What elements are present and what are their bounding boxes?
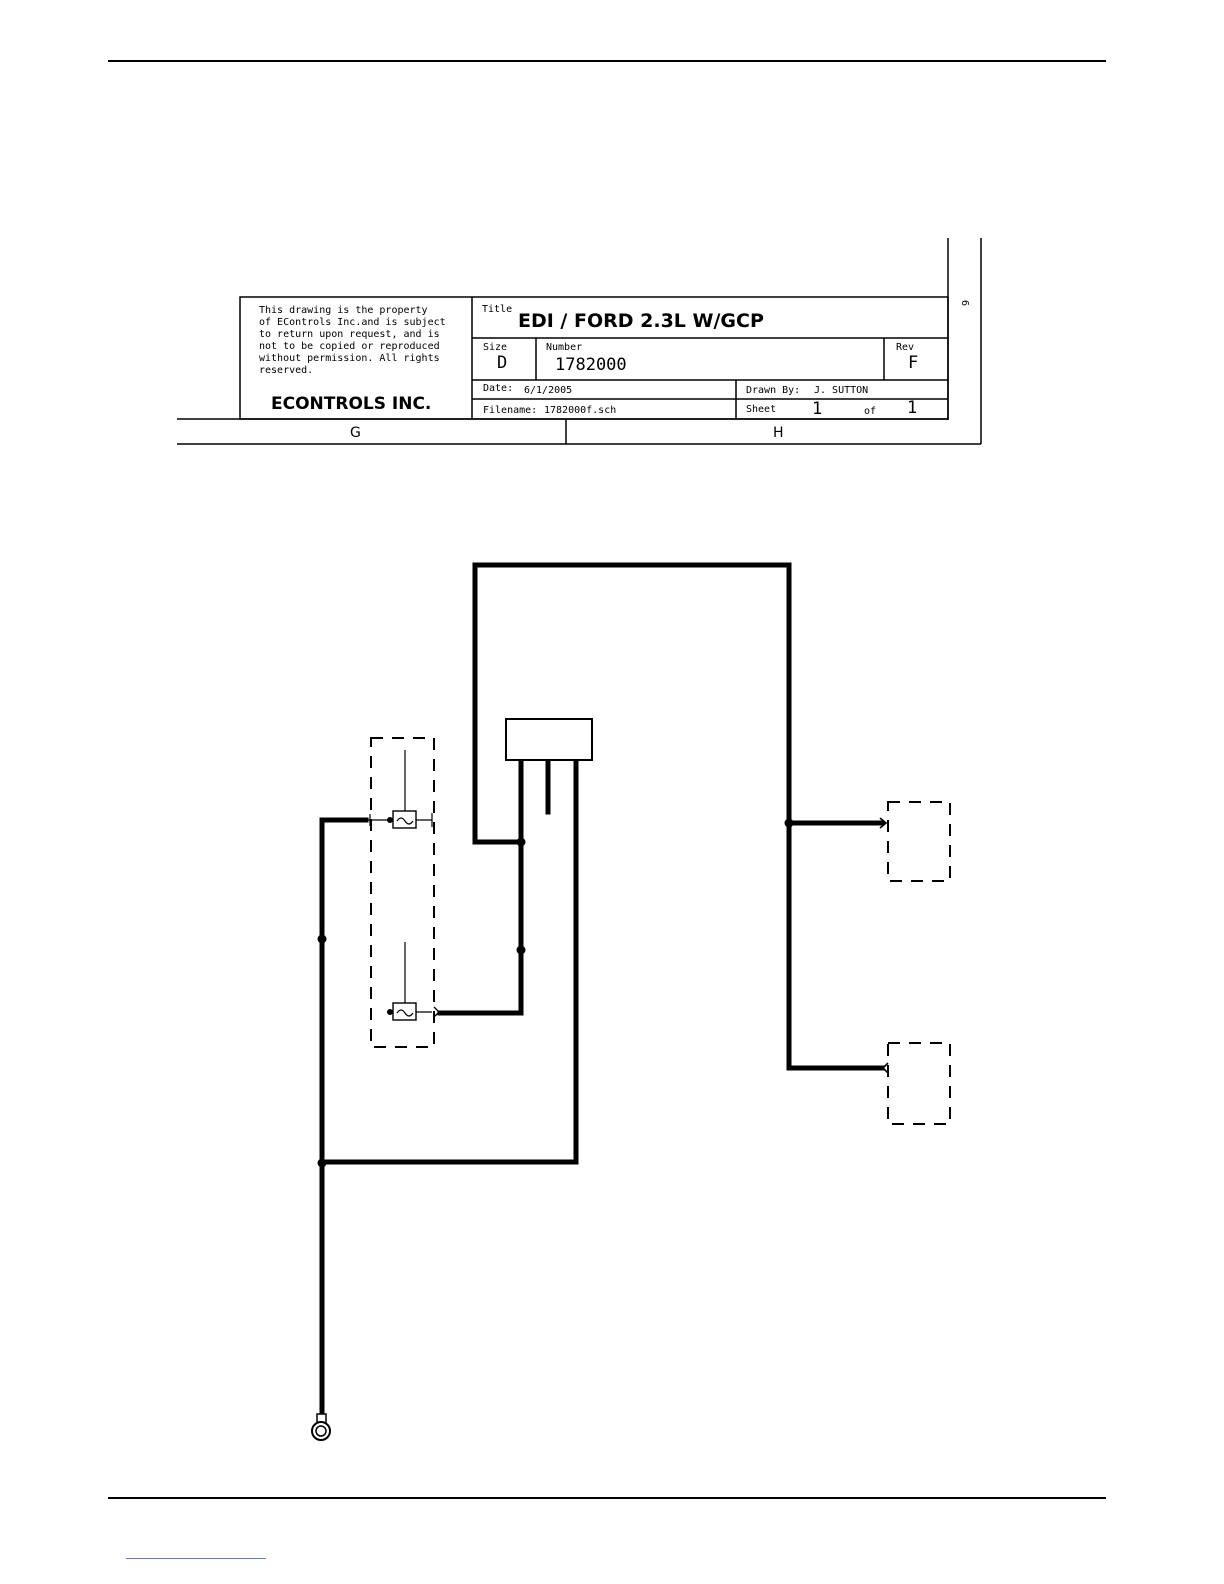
of-label: of [864,406,876,417]
date-label: Date: [483,383,513,394]
disclaimer-line-5: without permission. All rights [259,353,440,364]
connector-upper-right[interactable] [879,801,951,882]
drawn-by-value: J. SUTTON [814,385,868,396]
disclaimer-line-1: This drawing is the property [259,305,428,316]
splice-dot [784,818,794,828]
date-value: 6/1/2005 [524,385,572,396]
zone-label-g: G [350,425,361,441]
splice-dot [516,945,526,955]
number-value: 1782000 [555,355,627,375]
title-label: Title [482,304,512,315]
filename-value: 1782000f.sch [544,405,616,416]
connector-block[interactable] [505,718,593,761]
disclaimer-line-4: not to be copied or reproduced [259,341,440,352]
splice-dot [317,934,327,944]
zone-label-h: H [773,425,784,441]
ground-terminal-icon [311,1413,331,1441]
fuse-icon [368,750,433,829]
size-value: D [497,353,507,373]
title-block [177,238,982,445]
splice-points [317,818,794,1168]
bottom-rule [108,1497,1106,1499]
fuse-icon [387,942,440,1021]
wiring-diagram [319,562,885,1421]
company-name: ECONTROLS INC. [271,394,431,414]
sheet-value: 1 [812,399,822,419]
sheet-total: 1 [907,398,917,418]
footer-link-underline[interactable] [126,1558,266,1559]
wire-top-loop [472,562,885,1071]
splice-dot [516,837,526,847]
disclaimer-line-3: to return upon request, and is [259,329,440,340]
connector-lower-right[interactable] [881,1042,951,1125]
fuse-box[interactable] [368,737,440,1048]
side-zone-marker: 6 [959,300,970,306]
top-rule [108,60,1106,62]
drawn-by-label: Drawn By: [746,385,800,396]
rev-value: F [908,353,918,373]
size-label: Size [483,342,507,353]
filename-label: Filename: [483,405,537,416]
splice-dot [317,1158,327,1168]
sheet-label: Sheet [746,404,776,415]
number-label: Number [546,342,582,353]
drawing-title: EDI / FORD 2.3L W/GCP [518,310,764,332]
wire-left-trunk [319,817,369,1421]
rev-label: Rev [896,342,914,353]
disclaimer-line-6: reserved. [259,365,313,376]
disclaimer-line-2: of EControls Inc.and is subject [259,317,446,328]
